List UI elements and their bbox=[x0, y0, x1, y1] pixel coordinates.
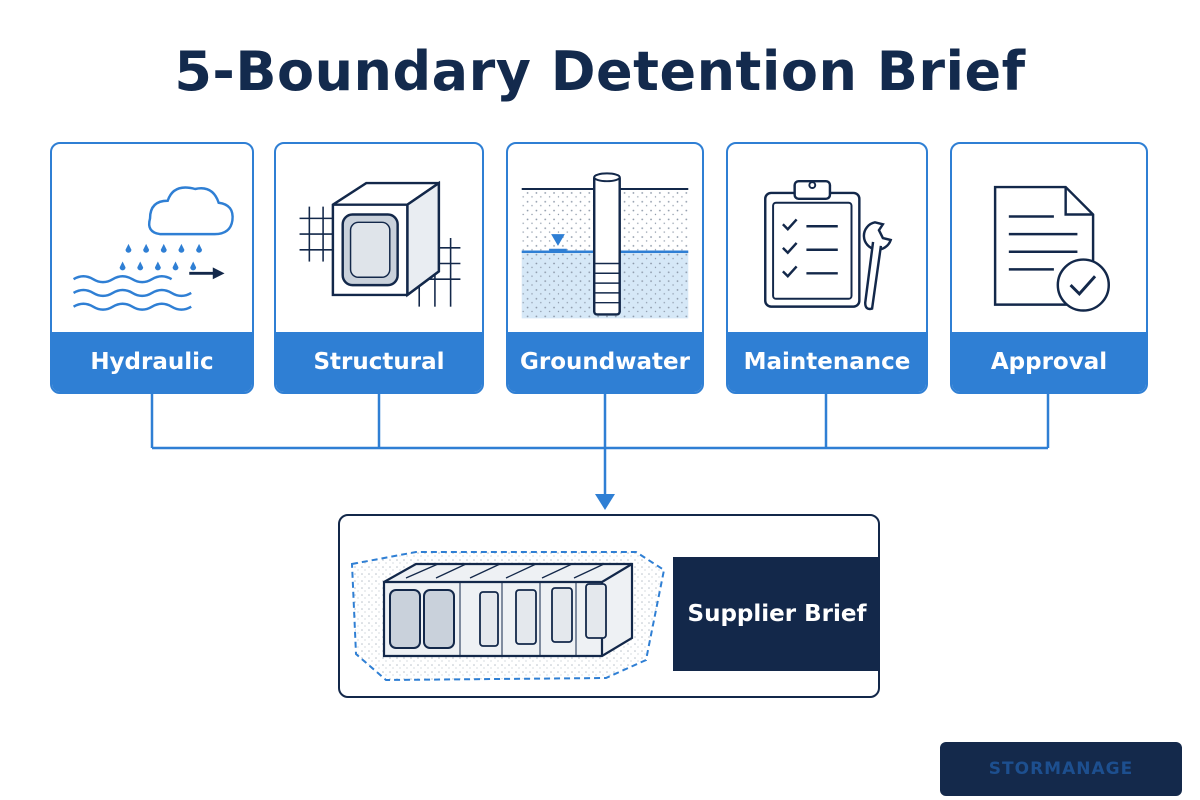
arrow-down-icon bbox=[595, 494, 615, 510]
boundary-card-structural: Structural bbox=[274, 142, 484, 394]
reinforced-concrete-cell-icon bbox=[276, 144, 482, 334]
boundary-label-groundwater: Groundwater bbox=[508, 332, 702, 392]
boundary-label-structural: Structural bbox=[276, 332, 482, 392]
supplier-brief-label: Supplier Brief bbox=[673, 557, 878, 671]
detention-tank-icon bbox=[346, 530, 672, 690]
supplier-brief-box: Supplier Brief bbox=[338, 514, 880, 698]
boundary-label-maintenance: Maintenance bbox=[728, 332, 926, 392]
approved-document-icon bbox=[952, 144, 1146, 334]
boundary-card-maintenance: Maintenance bbox=[726, 142, 928, 394]
boundary-card-groundwater: Groundwater bbox=[506, 142, 704, 394]
rain-runoff-icon bbox=[52, 144, 252, 334]
groundwater-well-icon bbox=[508, 144, 702, 334]
checklist-wrench-icon bbox=[728, 144, 926, 334]
boundary-card-approval: Approval bbox=[950, 142, 1148, 394]
boundary-label-approval: Approval bbox=[952, 332, 1146, 392]
boundary-card-hydraulic: Hydraulic bbox=[50, 142, 254, 394]
boundary-label-hydraulic: Hydraulic bbox=[52, 332, 252, 392]
brand-badge: STORMANAGE bbox=[940, 742, 1182, 796]
page-title: 5-Boundary Detention Brief bbox=[174, 40, 1026, 103]
